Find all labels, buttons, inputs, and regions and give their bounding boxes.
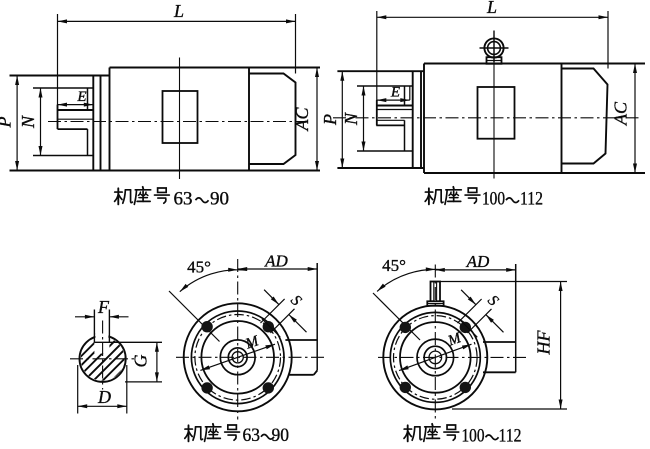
svg-text:L: L [173, 1, 184, 21]
svg-text:63: 63 [174, 189, 193, 210]
svg-text:E: E [390, 85, 400, 101]
svg-text:D: D [97, 387, 111, 407]
svg-text:63: 63 [243, 426, 261, 446]
svg-text:AC: AC [611, 101, 631, 126]
svg-text:AC: AC [292, 107, 312, 132]
svg-text:L: L [486, 0, 497, 17]
svg-text:AD: AD [264, 251, 288, 270]
svg-text:N: N [341, 112, 361, 126]
svg-text:AD: AD [466, 252, 490, 271]
svg-text:P: P [0, 117, 15, 129]
svg-text:45°: 45° [382, 256, 406, 275]
svg-text:90: 90 [210, 189, 229, 210]
svg-text:N: N [18, 115, 38, 129]
svg-text:112: 112 [499, 427, 522, 447]
svg-text:P: P [320, 114, 340, 126]
svg-text:100: 100 [482, 189, 505, 210]
svg-text:G: G [131, 355, 151, 368]
svg-text:45°: 45° [187, 257, 211, 276]
svg-text:HF: HF [534, 330, 554, 356]
svg-text:100: 100 [462, 427, 485, 447]
svg-text:90: 90 [272, 426, 290, 446]
svg-text:E: E [76, 89, 86, 105]
svg-text:112: 112 [520, 189, 543, 210]
svg-text:F: F [97, 297, 110, 317]
